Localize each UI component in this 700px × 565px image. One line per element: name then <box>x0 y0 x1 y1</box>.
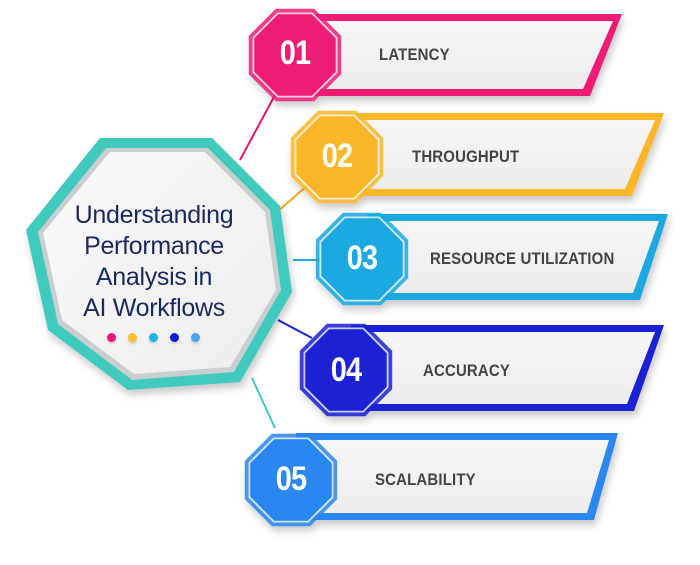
dot-cyan <box>149 333 158 342</box>
banner-body <box>367 221 659 293</box>
item-card-graphic <box>315 212 668 306</box>
item-card-graphic <box>244 433 618 527</box>
dot-yellow <box>128 333 137 342</box>
item-card-graphic <box>299 323 664 417</box>
center-octagon <box>26 138 292 390</box>
item-card-graphic <box>290 110 664 204</box>
center-title-line: AI Workflows <box>83 294 225 322</box>
center-title-line: Performance <box>84 232 224 260</box>
center-title-line: Understanding <box>74 201 234 229</box>
item-number: 04 <box>330 351 362 389</box>
item-number: 02 <box>321 137 353 175</box>
banner-body <box>296 440 609 513</box>
item-label: THROUGHPUT <box>412 147 520 166</box>
item-label: RESOURCE UTILIZATION <box>430 249 615 268</box>
item-label: LATENCY <box>379 45 450 64</box>
center-title: Understanding Performance Analysis in AI… <box>54 200 254 324</box>
item-label: ACCURACY <box>423 361 511 380</box>
badge-octagon <box>305 329 387 411</box>
banner-body <box>342 120 655 189</box>
item-card-graphic <box>248 8 622 102</box>
item-label: SCALABILITY <box>375 470 476 489</box>
badge-octagon <box>296 116 378 198</box>
badge-octagon <box>250 439 332 521</box>
item-number: 05 <box>275 460 307 498</box>
banner-body <box>300 21 613 89</box>
banner-body <box>351 332 655 404</box>
center-title-line: Analysis in <box>95 263 213 291</box>
dot-pink <box>107 333 116 342</box>
dot-blue <box>191 333 200 342</box>
item-number: 01 <box>279 34 311 72</box>
badge-octagon <box>254 14 336 96</box>
badge-octagon <box>321 218 403 300</box>
dot-navy <box>170 333 179 342</box>
item-number: 03 <box>346 239 378 277</box>
color-dots <box>107 333 200 342</box>
